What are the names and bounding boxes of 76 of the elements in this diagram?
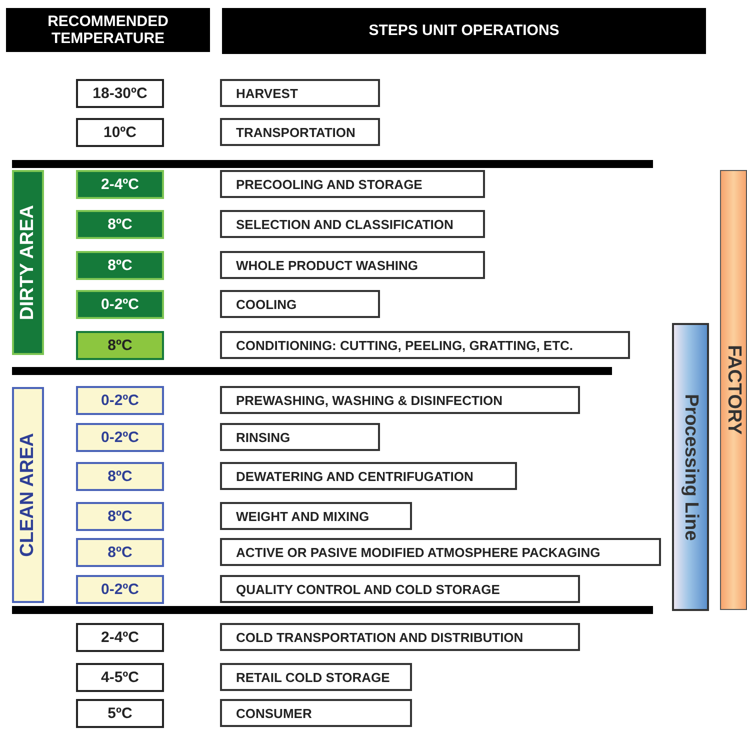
temperature-label: 2-4ºC [101,629,139,646]
temperature-label: 0-2ºC [101,392,139,409]
step-box [220,210,485,238]
area-band [12,387,44,603]
temperature-box [76,575,164,604]
step-label: WHOLE PRODUCT WASHING [236,258,418,272]
step-label: PREWASHING, WASHING & DISINFECTION [236,392,503,408]
step-label: CONSUMER [236,706,312,720]
temperature-label: 0-2ºC [101,581,139,598]
temperature-label: 0-2ºC [101,296,139,313]
temperature-label: 8ºC [108,216,132,233]
temperature-box [76,331,164,360]
step-label: COOLING [236,296,297,312]
step-box [220,538,661,566]
step-label: QUALITY CONTROL AND COLD STORAGE [236,582,500,596]
step-label: PRECOOLING AND STORAGE [236,176,422,192]
temperature-label: 8ºC [108,468,132,485]
step-label: RETAIL COLD STORAGE [236,670,390,684]
temperature-box [76,623,164,652]
temperature-box [76,502,164,531]
processing-line-band [672,323,709,611]
band-label: DIRTY AREA [17,204,39,320]
step-box [220,699,412,727]
temperature-box [76,118,164,147]
temperature-box [76,251,164,280]
step-label: WEIGHT AND MIXING [236,508,370,524]
temperature-label: 8ºC [108,508,132,525]
temperature-box [76,699,164,728]
temperature-label: 0-2ºC [101,429,139,446]
header-text: RECOMMENDED TEMPERATURE [46,12,170,48]
step-box [220,623,580,651]
temperature-label: 2-4ºC [101,176,139,193]
column-header [6,8,210,52]
header-text: STEPS UNIT OPERATIONS [368,22,560,40]
step-box [220,118,380,146]
temperature-label: 10ºC [104,124,136,141]
step-box [220,331,630,359]
temperature-box [76,386,164,415]
step-box [220,423,380,451]
step-box [220,575,580,603]
step-box [220,502,412,530]
temperature-box [76,79,164,108]
temperature-label: 5ºC [108,705,132,722]
step-box [220,251,485,279]
step-box [220,290,380,318]
step-label: TRANSPORTATION [236,124,356,140]
step-label: HARVEST [236,86,298,100]
step-box [220,462,517,490]
temperature-box [76,462,164,491]
step-label: COLD TRANSPORTATION AND DISTRIBUTION [236,630,524,644]
column-header [222,8,706,54]
step-label: SELECTION AND CLASSIFICATION [236,216,454,232]
step-box [220,170,485,198]
temperature-box [76,538,164,567]
temperature-label: 8ºC [108,337,132,354]
temperature-box [76,423,164,452]
temperature-box [76,663,164,692]
step-label: ACTIVE OR PASIVE MODIFIED ATMOSPHERE PACKAGING [236,544,600,560]
step-box [220,79,380,107]
area-band [12,170,44,355]
factory-band [720,170,747,610]
band-label: Processing Line [680,394,702,540]
band-label: CLEAN AREA [17,433,39,557]
temperature-box [76,210,164,239]
temperature-label: 4-5ºC [101,669,139,686]
step-box [220,386,580,414]
step-label: RINSING [236,430,290,444]
temperature-box [76,170,164,199]
temperature-label: 8ºC [108,544,132,561]
step-label: DEWATERING AND CENTRIFUGATION [236,468,474,484]
temperature-label: 8ºC [108,257,132,274]
temperature-box [76,290,164,319]
step-box [220,663,412,691]
band-label: FACTORY [722,345,744,435]
temperature-label: 18-30ºC [92,85,148,102]
step-label: CONDITIONING: CUTTING, PEELING, GRATTING, ETC. [236,338,574,352]
